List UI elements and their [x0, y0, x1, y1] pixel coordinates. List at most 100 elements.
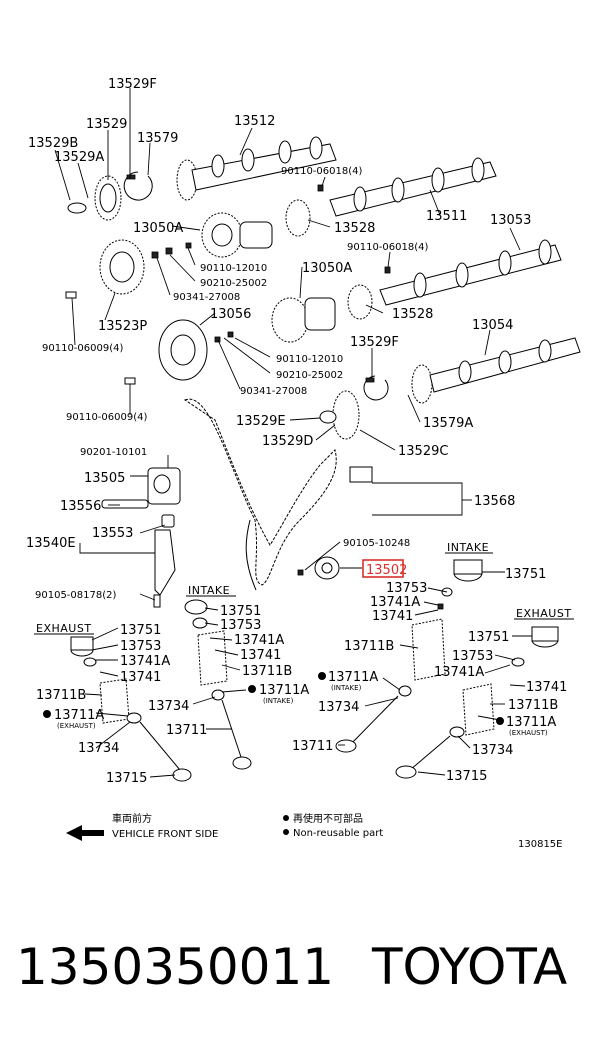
- label-13529C: 13529C: [398, 444, 448, 459]
- footer-brand: TOYOTA: [372, 938, 568, 996]
- heading-intake-right: INTAKE: [447, 541, 489, 554]
- label-13711-center: 13711: [166, 723, 207, 738]
- label-13741-right: 13741: [372, 609, 413, 624]
- label-13711-right: 13711: [292, 739, 333, 754]
- label-13753-left: 13753: [120, 639, 161, 654]
- label-13711B-right: 13711B: [344, 639, 394, 654]
- label-13734-exhaust: 13734: [472, 743, 513, 758]
- label-13711B-center: 13711B: [242, 664, 292, 679]
- idler-13502-drawing: [153, 556, 340, 608]
- label-13553: 13553: [92, 526, 133, 541]
- label-13512: 13512: [234, 114, 275, 129]
- label-13741A-right: 13741A: [370, 595, 420, 610]
- camshaft-13054-drawing: [411, 337, 581, 404]
- legend-front-jp: 車両前方: [112, 812, 152, 825]
- exhaust-valve-right-drawing: [395, 626, 559, 779]
- label-90110-12010-a: 90110-12010: [200, 263, 267, 274]
- label-13751-center: 13751: [220, 604, 261, 619]
- label-13529F-lower: 13529F: [350, 335, 399, 350]
- heading-exhaust-left: EXHAUST: [36, 622, 92, 635]
- label-90341-27008-a: 90341-27008: [173, 292, 240, 303]
- label-13741A-exhaust: 13741A: [434, 665, 484, 680]
- label-13753-exhaust: 13753: [452, 649, 493, 664]
- label-13751-right: 13751: [505, 567, 546, 582]
- label-13050A-lower: 13050A: [302, 261, 352, 276]
- label-90110-12010-b: 90110-12010: [276, 354, 343, 365]
- label-90110-06009-b: 90110-06009(4): [66, 412, 147, 423]
- label-13741-exhaust: 13741: [526, 680, 567, 695]
- label-13741-center: 13741: [240, 648, 281, 663]
- label-13529F: 13529F: [108, 77, 157, 92]
- label-13529A: 13529A: [54, 150, 104, 165]
- label-13568: 13568: [474, 494, 515, 509]
- pulley-13050A-upper-drawing: [185, 199, 311, 258]
- label-13751-exhaust: 13751: [468, 630, 509, 645]
- label-13511: 13511: [426, 209, 467, 224]
- legend-nonreuse-en: Non-reusable part: [293, 828, 383, 839]
- camshaft-13512-drawing: [176, 136, 337, 201]
- label-13751-left: 13751: [120, 623, 161, 638]
- label-13579: 13579: [137, 131, 178, 146]
- pulley-13050A-lower-drawing: [271, 284, 373, 343]
- label-90105-10248: 90105-10248: [343, 538, 410, 549]
- label-13711A-right: 13711A: [328, 670, 378, 685]
- heading-exhaust-right: EXHAUST: [516, 607, 572, 620]
- legend-front-en: VEHICLE FRONT SIDE: [112, 829, 218, 840]
- sprocket-13529-drawing: [67, 171, 153, 221]
- label-13502: 13502: [366, 563, 407, 578]
- label-13528-upper: 13528: [334, 221, 375, 236]
- camshaft-13053-drawing: [379, 239, 562, 306]
- label-13528-lower: 13528: [392, 307, 433, 322]
- label-13753-center: 13753: [220, 618, 261, 633]
- label-13529B: 13529B: [28, 136, 78, 151]
- intake-valve-right-drawing: [335, 559, 483, 753]
- legend-nonreuse-jp: 再使用不可部品: [293, 812, 363, 825]
- label-13715-left: 13715: [106, 771, 147, 786]
- leader-lines: [54, 88, 532, 778]
- label-13734-left: 13734: [78, 741, 119, 756]
- nonreusable-legend-marker-2: [283, 829, 289, 835]
- label-13711A-left: 13711A: [54, 708, 104, 723]
- label-90110-06018-a: 90110-06018(4): [281, 166, 362, 177]
- intake-valve-center-drawing: [184, 599, 252, 770]
- label-90341-27008-b: 90341-27008: [240, 386, 307, 397]
- label-13734-center: 13734: [148, 699, 189, 714]
- front-arrow-icon: [66, 825, 104, 841]
- subnote-intake-center: (INTAKE): [263, 697, 294, 705]
- label-13529D: 13529D: [262, 434, 313, 449]
- footer-part-number: 1350350011: [16, 938, 335, 996]
- label-90210-25002-a: 90210-25002: [200, 278, 267, 289]
- figure-code: 130815E: [518, 839, 563, 850]
- subnote-exhaust-right: (EXHAUST): [509, 729, 548, 737]
- tensioner-13505-drawing: [101, 467, 181, 596]
- timing-belt-13568-drawing: [183, 398, 373, 591]
- label-13529: 13529: [86, 117, 127, 132]
- label-13741-left: 13741: [120, 670, 161, 685]
- label-13711A-center: 13711A: [259, 683, 309, 698]
- legend: 車両前方 VEHICLE FRONT SIDE 再使用不可部品 Non-reus…: [66, 812, 563, 850]
- label-90110-06009-a: 90110-06009(4): [42, 343, 123, 354]
- label-13711B-left: 13711B: [36, 688, 86, 703]
- highlighted-part-13502[interactable]: 13502: [362, 559, 407, 578]
- label-13053: 13053: [490, 213, 531, 228]
- label-13056: 13056: [210, 307, 251, 322]
- part-labels: 13529F 13529 13579 13529B 13529A 13512 9…: [26, 77, 574, 786]
- label-13505: 13505: [84, 471, 125, 486]
- nonreusable-marker-left: [43, 710, 51, 718]
- label-13741A-center: 13741A: [234, 633, 284, 648]
- nonreusable-legend-marker-1: [283, 815, 289, 821]
- nonreusable-marker-exhaust: [496, 717, 504, 725]
- label-90201-10101: 90201-10101: [80, 447, 147, 458]
- label-13523P: 13523P: [98, 319, 147, 334]
- exhaust-valve-left-drawing: [70, 636, 192, 782]
- camshaft-13511-drawing: [317, 157, 497, 217]
- label-90105-08178: 90105-08178(2): [35, 590, 116, 601]
- subnote-exhaust-left: (EXHAUST): [57, 722, 96, 730]
- label-90210-25002-b: 90210-25002: [276, 370, 343, 381]
- label-13711B-exhaust: 13711B: [508, 698, 558, 713]
- label-13050A-upper: 13050A: [133, 221, 183, 236]
- label-13711A-exhaust: 13711A: [506, 715, 556, 730]
- label-13715-exhaust: 13715: [446, 769, 487, 784]
- sprocket-13523P-drawing: [65, 239, 173, 299]
